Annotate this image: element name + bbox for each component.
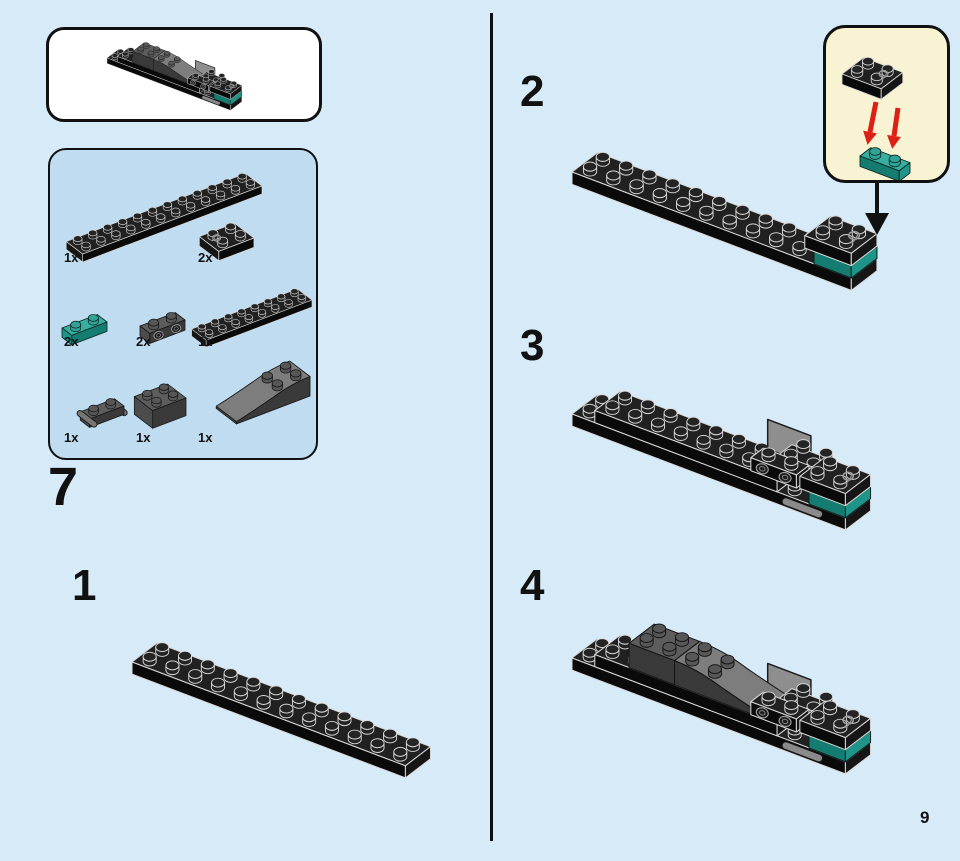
substep-2-number: 2	[520, 67, 545, 116]
parts-list-box: 1x 2x 2x 2x 1x 1x 1x 1x	[48, 148, 318, 460]
callout-placement-image	[841, 56, 911, 180]
column-divider	[490, 13, 493, 841]
part-qty-plate-2x8: 1x	[198, 334, 213, 349]
part-qty-slope: 1x	[198, 430, 213, 445]
part-qty-handle-plate: 1x	[64, 430, 79, 445]
substep-3-image	[571, 390, 872, 531]
assembly-preview-image	[106, 42, 243, 111]
part-qty-plate-1x2-teal: 2x	[64, 334, 79, 349]
substep-1-number: 1	[72, 561, 97, 610]
part-qty-brick-2x2: 1x	[136, 430, 151, 445]
down-arrow-icon	[865, 183, 889, 235]
page-number: 9	[920, 808, 930, 827]
substep-2-callout-box	[823, 25, 950, 183]
step-number: 7	[48, 457, 79, 517]
part-qty-plate-2x2: 2x	[198, 250, 213, 265]
parts-images	[61, 173, 313, 429]
part-qty-bracket: 2x	[136, 334, 151, 349]
substep-4-image	[571, 623, 872, 775]
substep-4-number: 4	[520, 561, 545, 610]
substep-3-number: 3	[520, 321, 545, 370]
part-qty-plate-2x12: 1x	[64, 250, 79, 265]
substep-1-image	[131, 642, 432, 779]
substep-2-image	[571, 151, 878, 291]
assembly-preview-box	[46, 27, 322, 122]
